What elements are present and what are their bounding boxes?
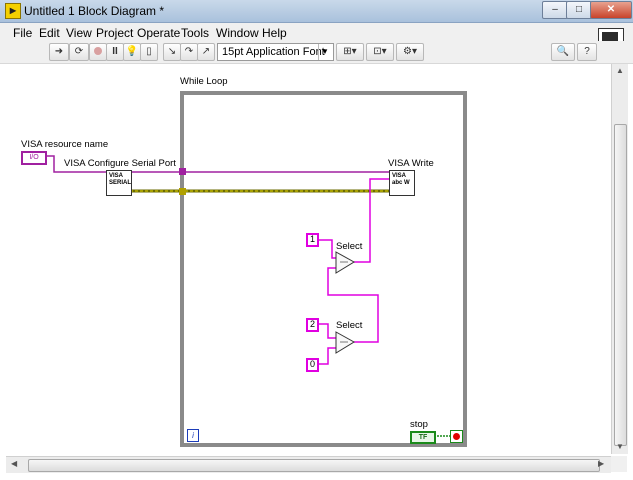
menu-edit[interactable]: Edit: [39, 26, 60, 40]
maximize-button[interactable]: □: [566, 1, 592, 19]
font-selector[interactable]: 15pt Application Font ▼: [217, 43, 334, 61]
while-loop-frame: [180, 91, 467, 447]
labview-app-icon: ▶: [5, 3, 21, 19]
toolbar: ➜ ⟳ II 💡 ▯ ↘ ↷ ↗ 15pt Application Font ▼…: [0, 41, 633, 64]
title-bar: ▶ Untitled 1 Block Diagram * – □ ✕: [0, 0, 633, 23]
error-tunnel: [179, 188, 186, 195]
horizontal-scroll-thumb[interactable]: [28, 459, 600, 472]
wiring-layer: [44, 91, 467, 447]
retain-wire-values-icon[interactable]: ▯: [140, 43, 158, 61]
visa-resource-control[interactable]: I/O: [21, 151, 47, 165]
search-icon[interactable]: 🔍: [551, 43, 575, 61]
scroll-corner: [611, 456, 627, 472]
abort-icon[interactable]: [89, 43, 107, 61]
menu-file[interactable]: File: [13, 26, 33, 40]
visa-tunnel: [179, 168, 186, 175]
visa-write-node[interactable]: VISA abc W: [389, 170, 415, 196]
select-2-label: Select: [336, 320, 363, 331]
run-continuously-icon[interactable]: ⟳: [69, 43, 89, 61]
scroll-right-icon[interactable]: ▶: [598, 459, 605, 468]
iteration-terminal: i: [187, 429, 199, 442]
horizontal-scrollbar[interactable]: ◀ ▶: [6, 456, 611, 473]
stop-terminal[interactable]: TF: [410, 431, 436, 444]
scroll-left-icon[interactable]: ◀: [11, 459, 18, 468]
visa-resource-label: VISA resource name: [21, 139, 109, 150]
block-diagram-canvas[interactable]: VISA resource name I/O VISA Configure Se…: [6, 64, 610, 454]
menu-bar: File Edit View Project Operate Tools Win…: [0, 23, 633, 52]
close-button[interactable]: ✕: [590, 1, 632, 19]
visa-configure-node[interactable]: VISA SERIAL: [106, 170, 132, 196]
visa-configure-label: VISA Configure Serial Port: [64, 158, 176, 169]
step-into-icon[interactable]: ↘: [163, 43, 181, 61]
highlight-execution-icon[interactable]: 💡: [123, 43, 141, 61]
numeric-constant-2[interactable]: 2: [306, 318, 319, 332]
menu-help[interactable]: Help: [262, 26, 287, 40]
menu-project[interactable]: Project: [96, 26, 134, 40]
step-out-icon[interactable]: ↗: [197, 43, 215, 61]
reorder-icon[interactable]: ⚙▾: [396, 43, 424, 61]
stop-label: stop: [410, 419, 428, 430]
menu-tools[interactable]: Tools: [181, 26, 210, 40]
pause-icon[interactable]: II: [106, 43, 124, 61]
loop-condition-icon[interactable]: [450, 430, 463, 443]
help-icon[interactable]: ?: [577, 43, 597, 61]
visa-configure-icon-text: VISA SERIAL: [109, 173, 132, 186]
align-objects-icon[interactable]: ⊞▾: [336, 43, 364, 61]
scroll-up-icon[interactable]: ▲: [616, 66, 624, 75]
distribute-objects-icon[interactable]: ⊡▾: [366, 43, 394, 61]
numeric-constant-0[interactable]: 0: [306, 358, 319, 372]
select-1-label: Select: [336, 241, 363, 252]
font-selector-label: 15pt Application Font: [222, 46, 325, 58]
vertical-scrollbar[interactable]: ▲ ▼: [611, 64, 628, 454]
visa-write-label: VISA Write: [388, 158, 434, 169]
menu-operate[interactable]: Operate: [137, 26, 181, 40]
numeric-constant-1[interactable]: 1: [306, 233, 319, 247]
menu-window[interactable]: Window: [216, 26, 259, 40]
minimize-button[interactable]: –: [542, 1, 568, 19]
chevron-down-icon: ▼: [318, 44, 331, 60]
step-over-icon[interactable]: ↷: [180, 43, 198, 61]
vertical-scroll-thumb[interactable]: [614, 124, 627, 446]
visa-write-icon-text: VISA abc W: [392, 173, 410, 186]
run-arrow-icon[interactable]: ➜: [49, 43, 69, 61]
while-loop-label: While Loop: [180, 76, 228, 87]
menu-view[interactable]: View: [66, 26, 92, 40]
window-title: Untitled 1 Block Diagram *: [24, 4, 165, 18]
scroll-down-icon[interactable]: ▼: [616, 442, 624, 451]
